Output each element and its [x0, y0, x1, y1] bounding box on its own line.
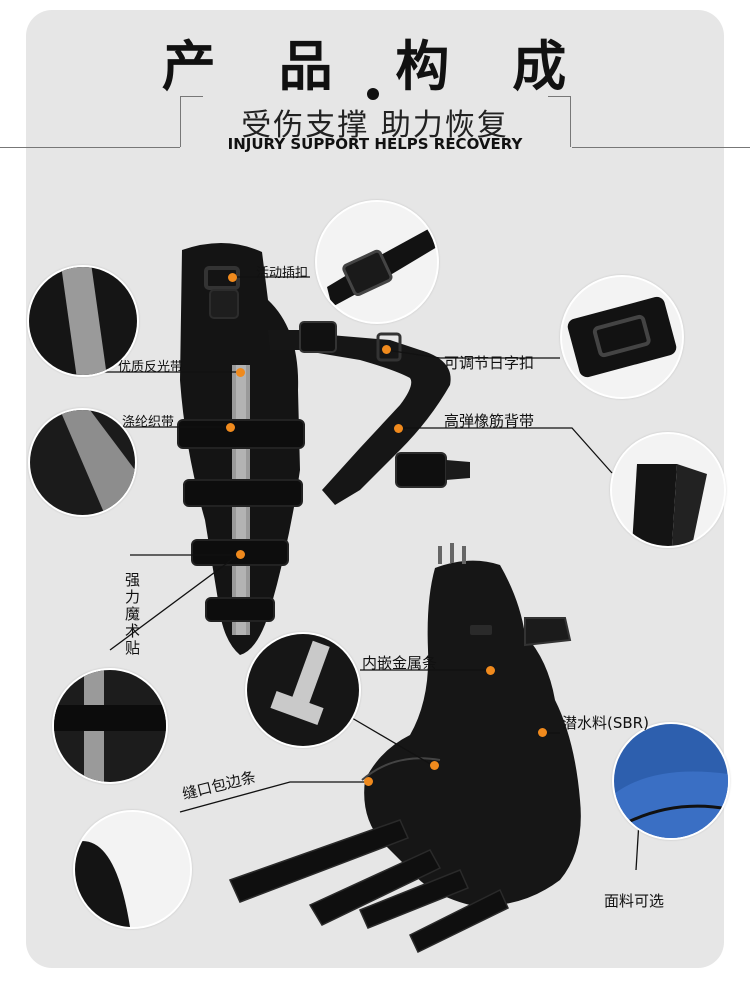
label-buckle: 活动插扣 [256, 266, 309, 281]
label-velcro: 强力魔术贴 [123, 572, 141, 657]
page-subtitle-en: INJURY SUPPORT HELPS RECOVERY [227, 135, 523, 153]
title-dot [367, 88, 379, 100]
header-bracket-right [548, 96, 571, 147]
marker-edge [364, 777, 373, 786]
label-reflective: 优质反光带 [118, 360, 184, 375]
detail-adjust-buckle [560, 275, 684, 399]
header-bracket-left [180, 96, 203, 147]
header-rule-right [572, 147, 750, 148]
detail-velcro [52, 668, 168, 784]
marker-metal [486, 666, 495, 675]
marker-elastic [394, 424, 403, 433]
marker-reflective [236, 368, 245, 377]
page-subtitle: 受伤支撑 助力恢复 [241, 108, 509, 143]
label-polyester: 涤纶织带 [122, 415, 175, 430]
page-title: 产 品 构 成 [161, 35, 589, 98]
detail-reflective [27, 265, 139, 377]
label-metal: 内嵌金属条 [362, 654, 438, 672]
label-elastic: 高弹橡筋背带 [444, 412, 535, 430]
header-rule-left [0, 147, 180, 148]
detail-edge [73, 810, 192, 929]
detail-buckle [315, 200, 439, 324]
label-sbr: 潜水料(SBR) [562, 714, 649, 732]
detail-polyester [28, 408, 137, 517]
marker-metal-2 [430, 761, 439, 770]
label-adjust: 可调节日字扣 [444, 354, 535, 372]
detail-sbr [612, 722, 730, 840]
marker-adjust [382, 345, 391, 354]
marker-sbr [538, 728, 547, 737]
detail-metal [245, 632, 361, 748]
marker-polyester [226, 423, 235, 432]
marker-buckle [228, 273, 237, 282]
label-fabric: 面料可选 [604, 892, 665, 910]
detail-elastic [610, 432, 726, 548]
marker-velcro [236, 550, 245, 559]
